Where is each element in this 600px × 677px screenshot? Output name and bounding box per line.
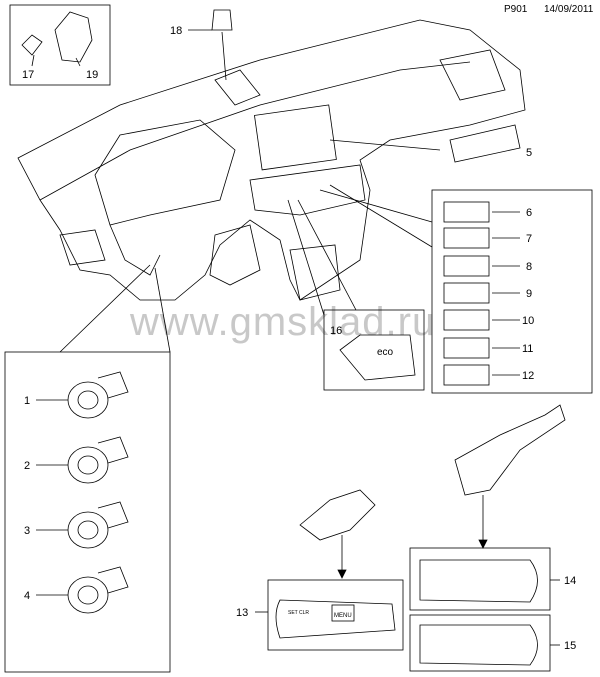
callout-14: 14 — [564, 575, 576, 587]
callout-10: 10 — [522, 315, 534, 327]
eco-label: eco — [377, 347, 394, 358]
callout-15: 15 — [564, 640, 576, 652]
inset-box-6-12 — [431, 189, 593, 394]
cruise-stalk-assembly — [299, 489, 376, 541]
callout-11: 11 — [522, 343, 533, 355]
part-5-switch-bank — [449, 124, 521, 163]
diagram-date: 14/09/2011 — [544, 4, 594, 15]
diagram-code: P901 — [504, 4, 528, 15]
callout-4: 4 — [24, 590, 30, 602]
part-10-switch — [443, 309, 490, 331]
callout-8: 8 — [526, 261, 532, 273]
callout-18: 18 — [170, 25, 182, 37]
callout-1: 1 — [24, 395, 30, 407]
callout-13: 13 — [236, 607, 248, 619]
part-14-wiper-stalk — [419, 559, 538, 603]
part-11-switch — [443, 337, 490, 359]
instrument-cluster — [94, 119, 236, 226]
menu-label: MENU — [334, 613, 352, 619]
callout-9: 9 — [526, 288, 532, 300]
inset-box-14 — [409, 547, 551, 611]
callout-19: 19 — [86, 69, 98, 81]
inset-box-17-19 — [9, 4, 111, 86]
part-13-cruise-stalk — [275, 599, 396, 639]
wiper-stalk-assembly — [454, 404, 566, 496]
part-2-headlight-switch — [67, 436, 129, 484]
callout-16: 16 — [330, 325, 342, 337]
watermark: www.gmsklad.ru — [130, 300, 436, 344]
part-9-switch — [443, 282, 490, 304]
callout-6: 6 — [526, 207, 532, 219]
callout-17: 17 — [22, 69, 34, 81]
part-19-switch — [54, 11, 93, 63]
inset-box-1-4 — [4, 351, 171, 673]
part-7-switch — [443, 227, 490, 249]
callout-2: 2 — [24, 460, 30, 472]
part-6-switch — [443, 201, 490, 223]
part-1-headlight-switch — [67, 371, 129, 419]
part-8-switch — [443, 255, 490, 277]
part-4-headlight-switch — [67, 566, 129, 614]
part-12-switch — [443, 364, 490, 386]
set-clr-label: SET CLR — [288, 610, 309, 616]
dashboard-outline — [17, 19, 526, 301]
center-display — [254, 104, 337, 171]
part-17-clip — [21, 34, 43, 56]
inset-box-13 — [267, 579, 404, 651]
callout-7: 7 — [526, 233, 532, 245]
part-15-wiper-stalk — [419, 624, 538, 666]
inset-box-16 — [323, 309, 425, 391]
callout-12: 12 — [522, 370, 534, 382]
callout-5: 5 — [526, 147, 532, 159]
part-3-headlight-switch — [67, 501, 129, 549]
callout-3: 3 — [24, 525, 30, 537]
inset-box-15 — [409, 614, 551, 672]
part-16-eco-switch — [339, 334, 416, 381]
